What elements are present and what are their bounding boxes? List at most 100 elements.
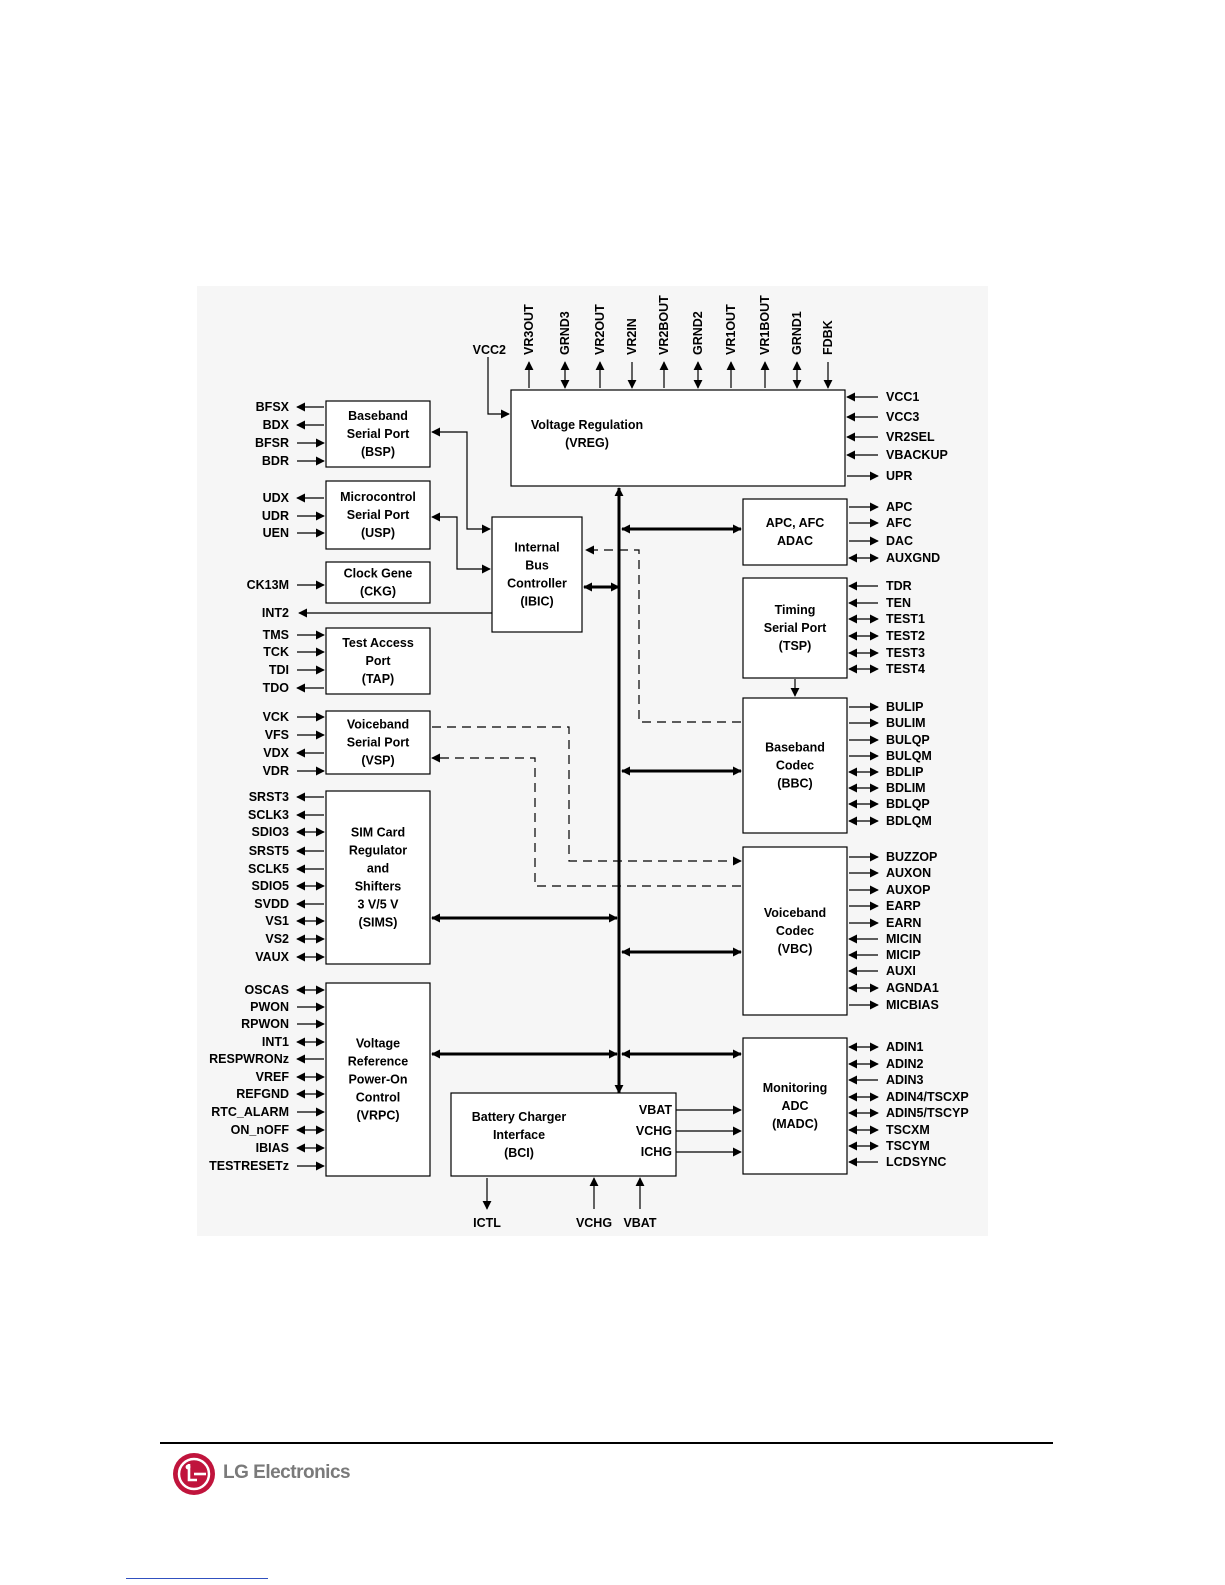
left-pin-label: RTC_ALARM xyxy=(211,1105,289,1119)
bbc-ibic-dashed xyxy=(585,545,741,723)
right-pin-label: BDLIM xyxy=(886,781,926,795)
block-label-tsp: (TSP) xyxy=(779,639,812,653)
block-label-vsp: Voiceband xyxy=(347,718,409,732)
block-ckg xyxy=(325,561,431,604)
left-pin-label: UDX xyxy=(263,491,290,505)
left-pin-label: VS2 xyxy=(265,932,289,946)
right-pin-label: MICIN xyxy=(886,932,921,946)
right-pin-label: TEST1 xyxy=(886,612,925,626)
right-pin-label: BUZZOP xyxy=(886,850,937,864)
block-label-sims: and xyxy=(367,862,389,876)
left-pin-label: OSCAS xyxy=(245,983,289,997)
block-label-ibic: (IBIC) xyxy=(520,595,553,609)
block-label-sims: SIM Card xyxy=(351,826,405,840)
block-usp xyxy=(325,480,431,550)
right-pin-label: ADIN3 xyxy=(886,1073,924,1087)
right-pin-label: EARP xyxy=(886,899,921,913)
right-pin-label: BDLIP xyxy=(886,765,924,779)
int2-pin-label: INT2 xyxy=(262,606,289,620)
left-pin-label: SCLK3 xyxy=(248,808,289,822)
bottom-pin-label: VBAT xyxy=(623,1216,656,1230)
block-label-bsp: (BSP) xyxy=(361,445,395,459)
top-pin-label: GRND2 xyxy=(691,311,705,355)
left-pin-label: SVDD xyxy=(254,897,289,911)
block-vsp xyxy=(325,710,431,775)
left-pin-label: VS1 xyxy=(265,914,289,928)
left-pin-label: IBIAS xyxy=(256,1141,289,1155)
right-pin-label: AUXGND xyxy=(886,551,940,565)
vcc2-pin-label: VCC2 xyxy=(473,343,506,357)
block-label-bci: Interface xyxy=(493,1128,545,1142)
left-pin-label: VAUX xyxy=(255,950,289,964)
block-label-sims: Regulator xyxy=(349,844,407,858)
bci-output-label: VBAT xyxy=(639,1103,672,1117)
bottom-rule xyxy=(126,1578,268,1579)
right-pin-label: AGNDA1 xyxy=(886,981,939,995)
block-label-sims: Shifters xyxy=(355,880,402,894)
block-label-usp: Microcontrol xyxy=(340,490,416,504)
left-pin-label: RESPWRONz xyxy=(209,1052,289,1066)
block-label-madc: Monitoring xyxy=(763,1081,828,1095)
right-pin-label: BULIM xyxy=(886,716,926,730)
right-pin-label: ADIN4/TSCXP xyxy=(886,1090,969,1104)
block-label-vrpc: (VRPC) xyxy=(356,1109,399,1123)
block-label-vsp: (VSP) xyxy=(361,754,394,768)
left-pin-label: INT1 xyxy=(262,1035,289,1049)
left-pin-label: BDX xyxy=(263,418,290,432)
vcc2-line xyxy=(487,357,510,419)
left-pin-label: ON_nOFF xyxy=(231,1123,290,1137)
footer-rule xyxy=(160,1442,1053,1444)
lg-logo-icon xyxy=(173,1453,215,1495)
left-pin-label: VDR xyxy=(263,764,289,778)
block-label-usp: (USP) xyxy=(361,526,395,540)
bci-output-label: ICHG xyxy=(641,1145,672,1159)
right-pin-label: AUXI xyxy=(886,964,916,978)
block-label-bbc: (BBC) xyxy=(777,777,812,791)
left-pin-label: SRST3 xyxy=(249,790,289,804)
top-pin-label: GRND1 xyxy=(790,311,804,355)
block-label-vreg: (VREG) xyxy=(565,436,609,450)
left-pin-label: UEN xyxy=(263,526,289,540)
block-bci xyxy=(450,1092,677,1177)
right-pin-label: AFC xyxy=(886,516,912,530)
right-pin-label: BULQP xyxy=(886,733,930,747)
left-pin-label: TDI xyxy=(269,663,289,677)
block-label-vrpc: Power-On xyxy=(348,1073,407,1087)
block-label-usp: Serial Port xyxy=(347,508,410,522)
left-pin-label: BFSX xyxy=(256,400,290,414)
top-pin-label: VR1BOUT xyxy=(758,295,772,355)
right-pin-label: MICBIAS xyxy=(886,998,939,1012)
block-label-bsp: Baseband xyxy=(348,409,408,423)
block-vrpc xyxy=(325,982,431,1177)
left-pin-label: VDX xyxy=(263,746,289,760)
block-label-madc: (MADC) xyxy=(772,1117,818,1131)
block-bsp xyxy=(325,400,431,468)
vbc-vsp-dashed xyxy=(431,753,741,887)
top-pin-label: VR2BOUT xyxy=(657,295,671,355)
right-pin-label: BULIP xyxy=(886,700,924,714)
right-pin-label: EARN xyxy=(886,916,921,930)
block-label-tap: (TAP) xyxy=(362,672,394,686)
right-pin-label: MICIP xyxy=(886,948,921,962)
top-pin-label: VR2IN xyxy=(625,318,639,355)
left-pin-label: TCK xyxy=(263,645,289,659)
top-pin-label: VR1OUT xyxy=(724,304,738,355)
vsp-vbc-dashed xyxy=(432,726,742,866)
block-label-bci: (BCI) xyxy=(504,1146,534,1160)
block-adac xyxy=(742,498,848,566)
block-label-ibic: Internal xyxy=(514,541,559,555)
right-pin-label: AUXON xyxy=(886,866,931,880)
top-pin-label: VR2OUT xyxy=(593,304,607,355)
left-pin-label: BDR xyxy=(262,454,289,468)
bottom-pin-label: ICTL xyxy=(473,1216,501,1230)
block-tap xyxy=(325,627,431,695)
bsp-ibic-link xyxy=(431,427,491,534)
block-label-ibic: Controller xyxy=(507,577,567,591)
block-label-sims: 3 V/5 V xyxy=(358,898,400,912)
block-label-ckg: Clock Gene xyxy=(344,567,413,581)
right-pin-label: UPR xyxy=(886,469,912,483)
block-label-vrpc: Reference xyxy=(348,1055,408,1069)
block-label-vrpc: Voltage xyxy=(356,1037,400,1051)
right-pin-label: VCC1 xyxy=(886,390,919,404)
block-label-bsp: Serial Port xyxy=(347,427,410,441)
